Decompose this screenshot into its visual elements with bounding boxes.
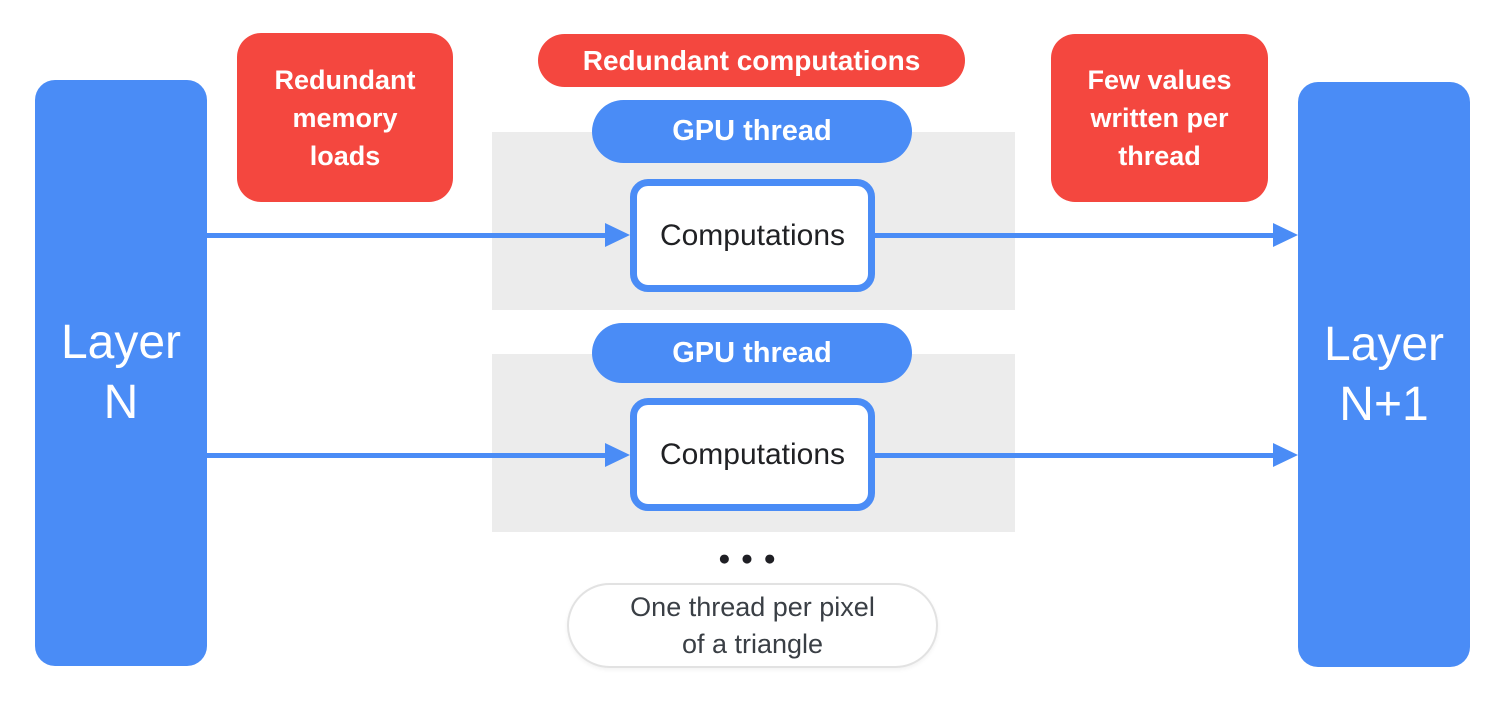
footnote-line2: of a triangle	[681, 628, 824, 659]
output-arrowhead-icon-1	[1273, 223, 1298, 247]
memory-callout-line3: loads	[309, 140, 381, 171]
redundant-memory-loads-callout: Redundant memory loads	[237, 33, 453, 202]
computations-callout-label: Redundant computations	[582, 44, 921, 76]
layer-n-label-line2: N	[103, 376, 139, 429]
output-arrow-line-2	[875, 453, 1273, 458]
gpu-thread-pill-1: GPU thread	[592, 100, 912, 163]
redundant-computations-callout: Redundant computations	[538, 34, 965, 87]
output-arrowhead-icon-2	[1273, 443, 1298, 467]
layer-n-plus-1-label-line2: N+1	[1339, 377, 1429, 431]
layer-n-plus-1-box: Layer N+1	[1298, 82, 1470, 667]
few-values-callout: Few values written per thread	[1051, 34, 1268, 202]
input-arrow-line-2	[207, 453, 607, 458]
output-arrow-line-1	[875, 233, 1273, 238]
more-threads-ellipsis-icon: ●●●	[717, 547, 787, 570]
gpu-thread-pill-2-label: GPU thread	[672, 336, 832, 369]
memory-callout-line1: Redundant	[274, 64, 416, 95]
gpu-thread-pill-2: GPU thread	[592, 323, 912, 383]
input-arrowhead-icon-2	[605, 443, 630, 467]
gpu-thread-pill-1-label: GPU thread	[672, 115, 832, 147]
footnote-line1: One thread per pixel	[630, 591, 875, 622]
layer-n-plus-1-label-line1: Layer	[1323, 317, 1445, 371]
input-arrowhead-icon-1	[605, 223, 630, 247]
layer-n-box: Layer N	[35, 80, 207, 666]
computations-box-1-label: Computations	[659, 218, 846, 252]
computations-box-2-label: Computations	[659, 437, 846, 471]
computations-box-1: Computations	[630, 179, 875, 292]
memory-callout-line2: memory	[292, 102, 398, 133]
layer-n-label-line1: Layer	[60, 316, 182, 369]
few-values-callout-line1: Few values	[1087, 65, 1232, 95]
computations-box-2: Computations	[630, 398, 875, 511]
input-arrow-line-1	[207, 233, 607, 238]
few-values-callout-line2: written per	[1090, 103, 1229, 133]
one-thread-per-pixel-note: One thread per pixel of a triangle	[567, 583, 938, 668]
few-values-callout-line3: thread	[1118, 141, 1201, 171]
